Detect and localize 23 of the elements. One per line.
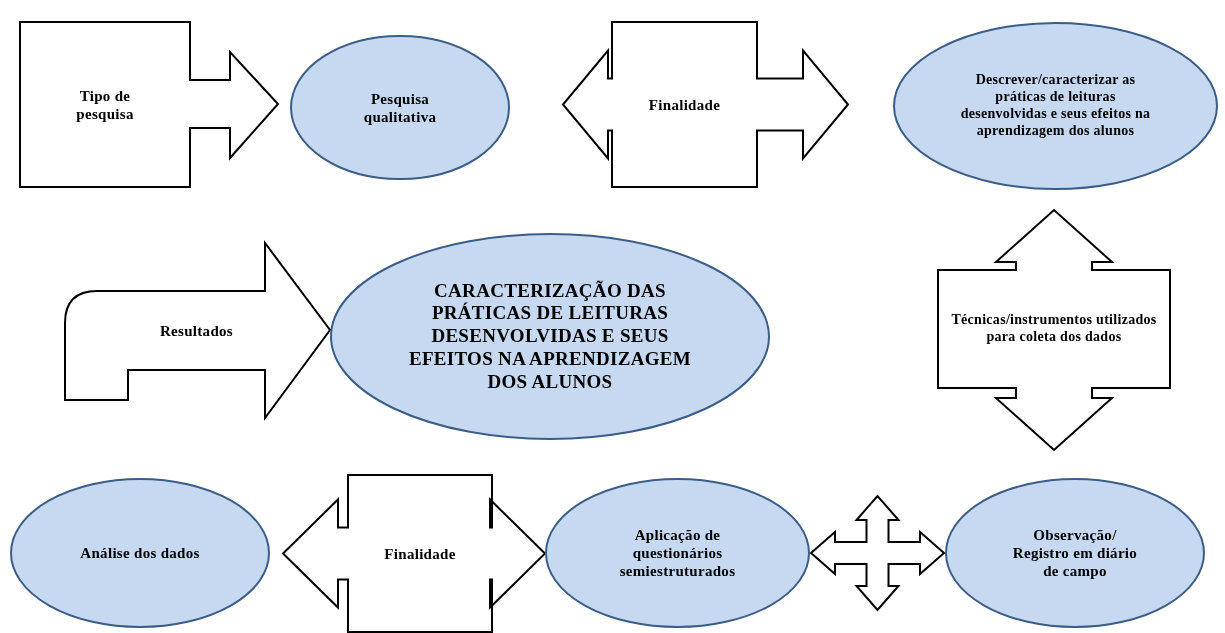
node-label: Técnicas/instrumentos utilizados para coleta dos dados — [950, 312, 1158, 346]
node-label: Finalidade — [384, 544, 456, 563]
node-label: Análise dos dados — [80, 544, 200, 562]
bent-arrow-callout — [65, 243, 330, 418]
node-label: Tipo de pesquisa — [75, 86, 135, 123]
arrow-callout — [20, 22, 278, 187]
ellipse-node — [10, 478, 270, 628]
node-label: Aplicação de questionários semiestruturados — [618, 526, 737, 580]
double-arrow-callout — [938, 210, 1170, 450]
ellipse-node — [893, 22, 1218, 190]
four-way-arrow — [809, 494, 946, 612]
node-label: Finalidade — [648, 95, 721, 114]
ellipse-node — [290, 35, 510, 180]
double-arrow-callout — [563, 22, 848, 187]
ellipse-node — [330, 233, 770, 440]
node-label: Descrever/caracterizar as práticas de leituras desenvolvidas e seus efeitos na aprendizagem dos alunos — [959, 72, 1152, 140]
double-arrow-callout — [283, 475, 545, 632]
node-label: Resultados — [160, 321, 233, 340]
ellipse-node — [545, 478, 810, 628]
node-label: Pesquisa qualitativa — [362, 89, 438, 126]
node-label: Observação/ Registro em diário de campo — [1011, 526, 1139, 580]
node-label: CARACTERIZAÇÃO DAS PRÁTICAS DE LEITURAS DESENVOLVIDAS E SEUS EFEITOS NA APRENDIZAGEM DOS ALUNOS — [407, 279, 693, 394]
ellipse-node — [945, 478, 1205, 628]
